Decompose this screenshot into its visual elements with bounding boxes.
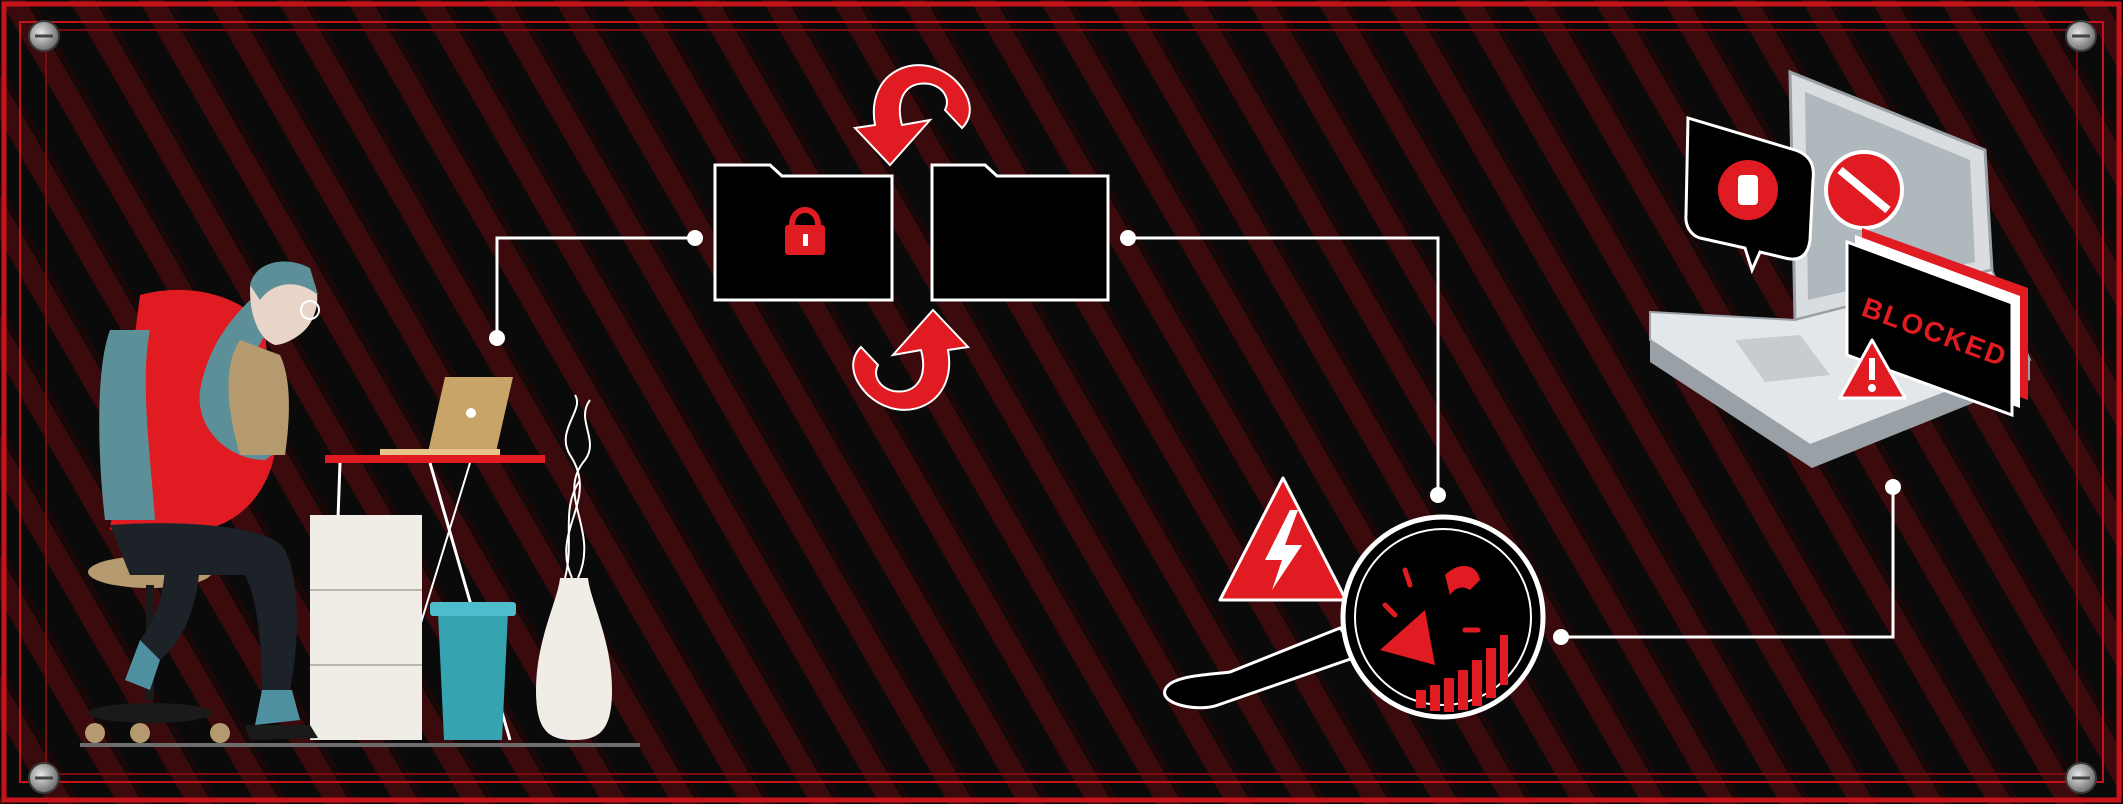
cycle-arrow-icon (852, 64, 971, 167)
screw-icon (28, 20, 60, 52)
bug-icon (1380, 565, 1508, 712)
file-cabinet (310, 515, 422, 740)
lock-icon (785, 207, 825, 255)
person-hair (250, 261, 318, 300)
no-entry-icon (1824, 150, 1904, 230)
connector-dots (489, 230, 1901, 645)
screw-icon (28, 762, 60, 794)
vase (536, 578, 612, 740)
screw-icon (2065, 20, 2097, 52)
connector-lines (495, 236, 1895, 639)
screw-icon (2065, 762, 2097, 794)
plant (564, 394, 591, 579)
backpack (228, 340, 289, 455)
stop-hand-icon (1684, 115, 1815, 275)
blocked-card: BLOCKED (1845, 228, 2028, 418)
person-legs (110, 523, 297, 690)
warning-icon (1838, 338, 1907, 400)
cycle-arrow-icon (852, 308, 971, 411)
trash-bin (438, 612, 508, 740)
hacker-illustration (80, 261, 640, 747)
folder-icon (930, 163, 1110, 302)
desk-top (325, 455, 545, 463)
lightning-icon (1265, 510, 1302, 590)
